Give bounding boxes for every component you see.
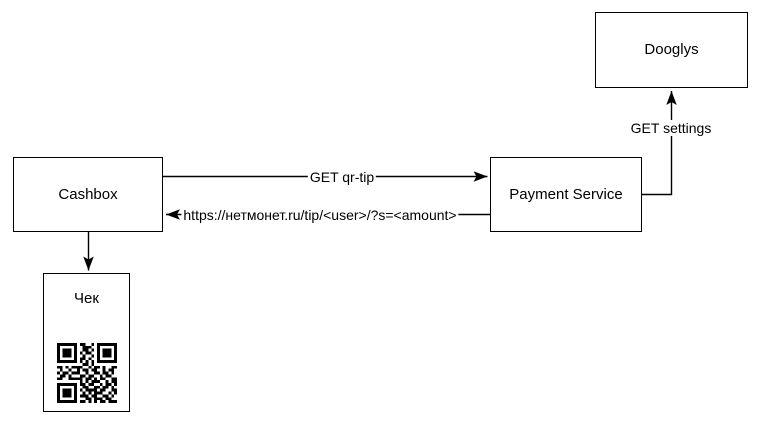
edge-get-settings <box>641 91 677 196</box>
node-dooglys-label: Dooglys <box>644 41 699 58</box>
node-cashbox: Cashbox <box>13 157 163 232</box>
node-receipt: Чек <box>43 273 130 412</box>
qr-code-icon <box>56 342 117 403</box>
edge-label-tip-url: https://нетмонет.ru/tip/<user>/?s=<amoun… <box>181 206 459 224</box>
node-dooglys: Dooglys <box>595 12 748 88</box>
node-receipt-label: Чек <box>74 290 99 307</box>
node-payment-service: Payment Service <box>490 157 642 232</box>
node-payment-service-label: Payment Service <box>509 185 623 203</box>
edge-label-get-settings: GET settings <box>628 119 714 137</box>
edge-label-get-qr-tip: GET qr-tip <box>307 168 377 186</box>
node-cashbox-label: Cashbox <box>58 185 118 203</box>
